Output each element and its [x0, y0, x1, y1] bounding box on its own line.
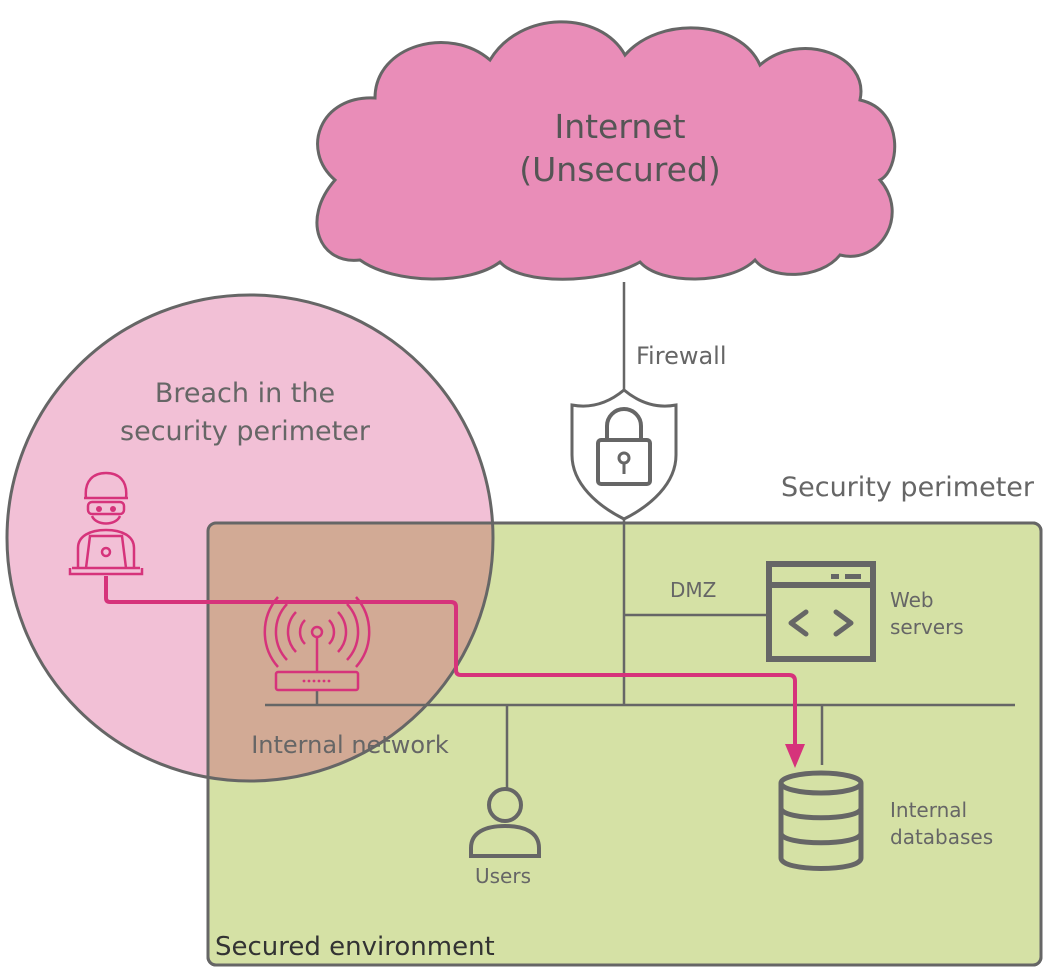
breach-label-line1: Breach in the [155, 378, 335, 409]
users-label: Users [475, 864, 531, 888]
databases-label-line2: databases [890, 825, 993, 849]
shield-lock-icon [570, 388, 678, 521]
breach-circle-outline [5, 293, 495, 783]
cloud-title-line1: Internet [554, 107, 685, 146]
breach-label-line2: security perimeter [120, 416, 371, 447]
code-window-icon [766, 561, 876, 662]
cloud-title-line2: (Unsecured) [519, 150, 720, 189]
web-servers-label-line2: servers [890, 615, 964, 639]
hacker-laptop-icon [68, 471, 144, 576]
firewall-label: Firewall [636, 342, 727, 370]
wifi-router-icon [263, 596, 371, 692]
security-perimeter-label: Security perimeter [781, 472, 1035, 503]
dmz-label: DMZ [670, 578, 716, 602]
internet-cloud: Internet (Unsecured) [315, 20, 897, 281]
internal-network-label: Internal network [251, 731, 449, 759]
databases-label-line1: Internal [890, 798, 967, 822]
database-icon [778, 770, 864, 871]
attack-path-arrow [104, 576, 805, 768]
user-icon [469, 787, 541, 858]
network-lines [265, 520, 1015, 788]
secured-environment-label: Secured environment [215, 932, 495, 962]
web-servers-label-line1: Web [890, 588, 934, 612]
breach-overlap-area [208, 523, 493, 781]
